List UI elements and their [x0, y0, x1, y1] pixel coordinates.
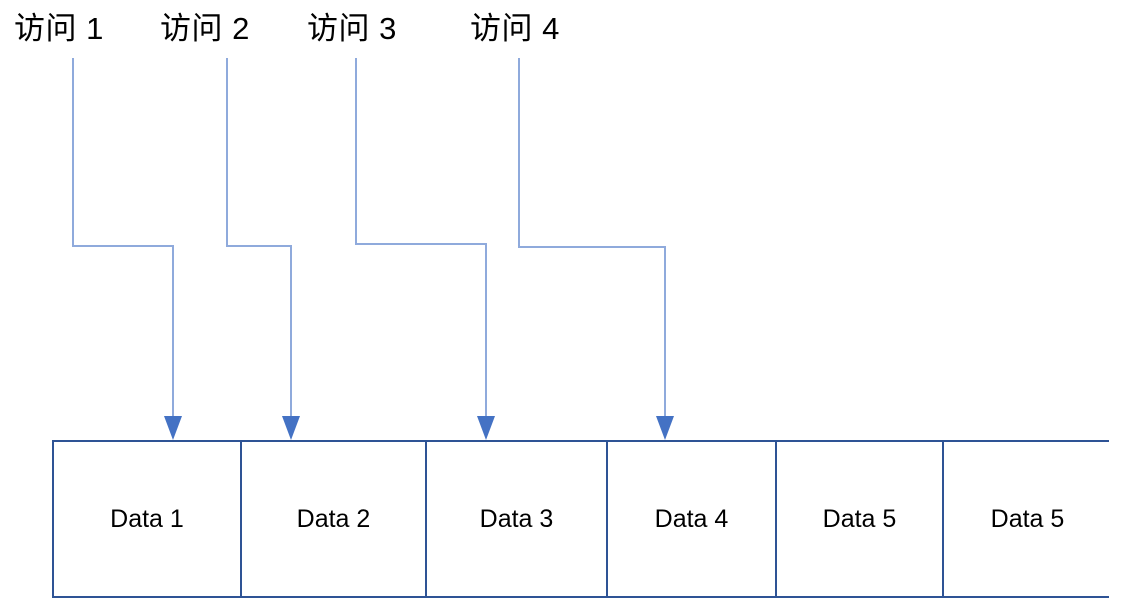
connector-1-arrowhead-icon: [164, 416, 182, 440]
connector-3-arrowhead-icon: [477, 416, 495, 440]
data-cell-6: Data 5: [944, 442, 1111, 596]
data-cell-label: Data 2: [296, 504, 371, 533]
data-cell-3: Data 3: [427, 442, 608, 596]
data-cell-label: Data 3: [479, 504, 554, 533]
connector-1: [72, 58, 182, 440]
data-cell-5: Data 5: [777, 442, 944, 596]
connector-2-arrowhead-icon: [282, 416, 300, 440]
data-cell-label: Data 1: [110, 504, 184, 533]
connector-2-line: [226, 58, 292, 416]
data-cell-1: Data 1: [54, 442, 242, 596]
connector-4-line: [518, 58, 666, 416]
data-cell-label: Data 5: [822, 504, 897, 533]
connector-3: [355, 58, 495, 440]
access-label-1: 访问 1: [14, 11, 104, 46]
data-cell-label: Data 4: [654, 504, 729, 533]
data-cell-label: Data 5: [990, 504, 1065, 533]
memory-data-box: Data 1 Data 2 Data 3 Data 4 Data 5 Data 5: [52, 440, 1111, 598]
connector-3-line: [355, 58, 487, 416]
access-label-3: 访问 3: [307, 11, 397, 46]
data-cell-2: Data 2: [242, 442, 427, 596]
data-cell-4: Data 4: [608, 442, 777, 596]
connector-4-arrowhead-icon: [656, 416, 674, 440]
connector-1-line: [72, 58, 174, 416]
access-label-2: 访问 2: [160, 11, 250, 46]
access-label-4: 访问 4: [470, 11, 560, 46]
connector-4: [518, 58, 674, 440]
connector-2: [226, 58, 300, 440]
